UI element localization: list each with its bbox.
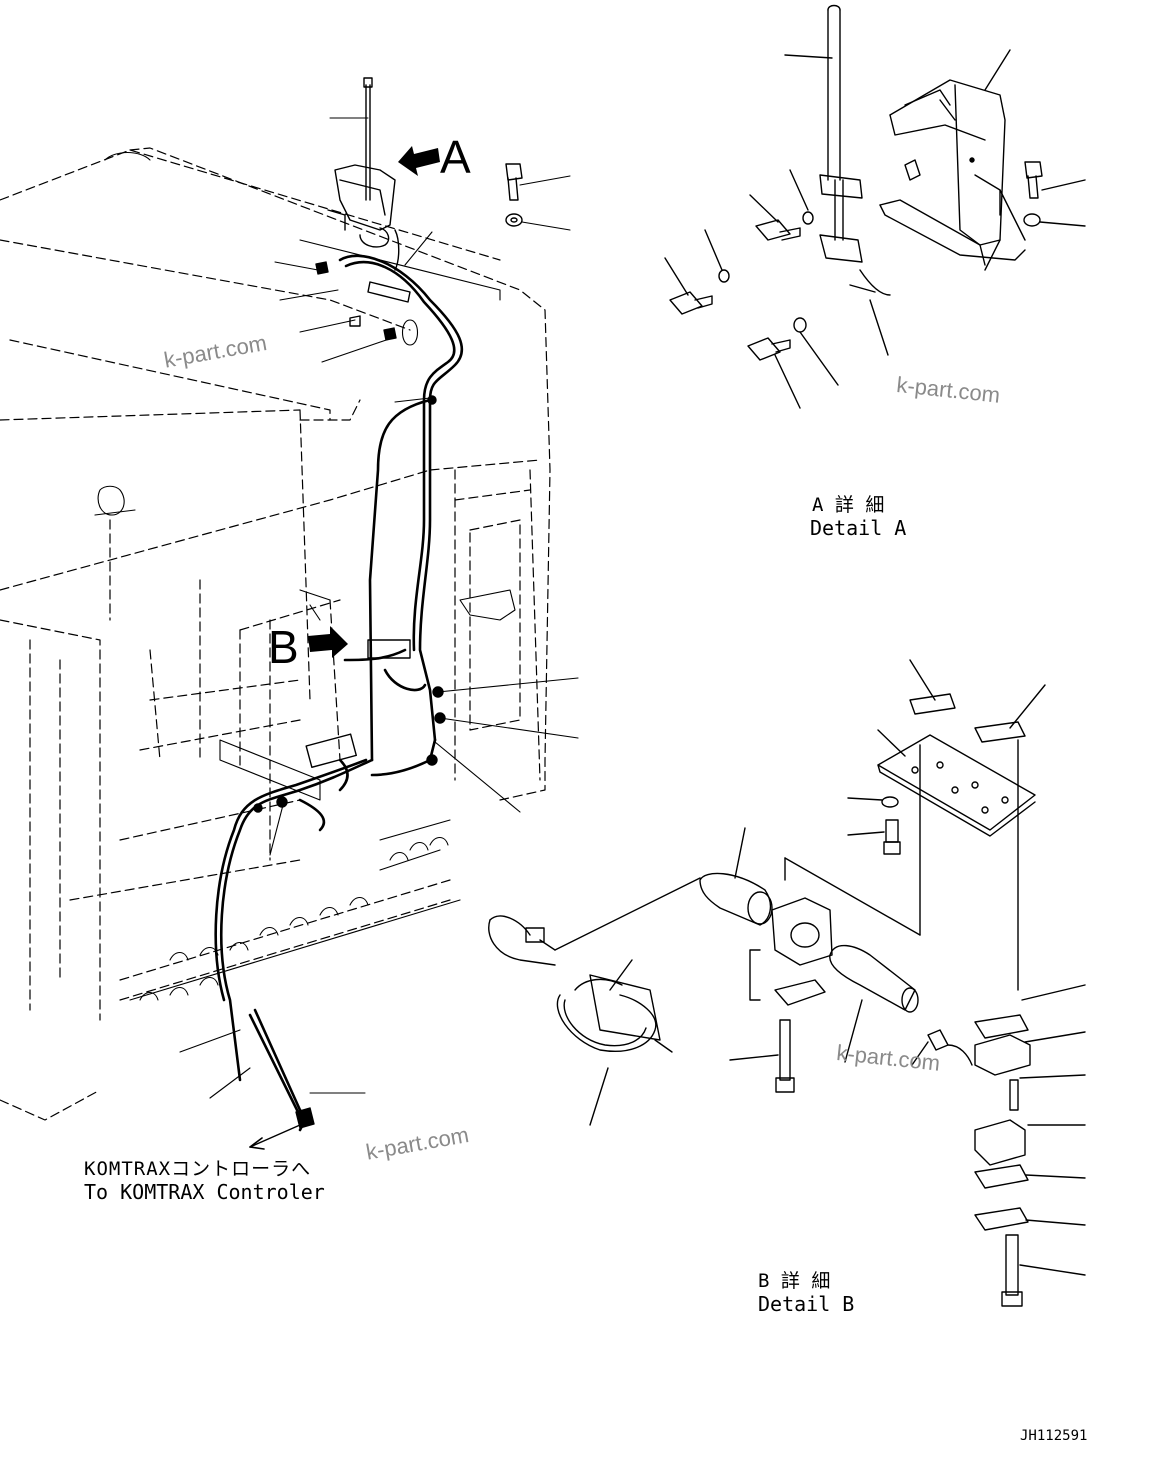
machine-body — [0, 147, 551, 1121]
komtrax-label-jp: KOMTRAXコントローラへ — [84, 1158, 312, 1180]
main-view-bolt-washer — [505, 163, 523, 227]
leader-lines-main — [179, 117, 579, 1099]
detail-b-drawing — [488, 659, 1086, 1307]
callout-b-label: B — [268, 621, 299, 673]
komtrax-arrow — [249, 1124, 301, 1150]
detail-b-title-jp: B 詳 細 — [758, 1270, 831, 1292]
komtrax-label-en: To KOMTRAX Controler — [84, 1180, 325, 1204]
detail-a-title-jp: A 詳 細 — [812, 494, 885, 516]
detail-a-title-en: Detail A — [810, 516, 907, 540]
detail-b-title-en: Detail B — [758, 1292, 855, 1316]
arrow-b — [308, 626, 348, 658]
wiring-harness — [214, 254, 464, 1132]
harness-clamps — [253, 261, 446, 1129]
drawing-code: JH112591 — [1020, 1428, 1088, 1444]
arrow-a — [398, 146, 440, 176]
callout-a-label: A — [440, 131, 471, 183]
antenna-main — [327, 77, 400, 271]
detail-a-drawing — [664, 4, 1086, 409]
machine-details — [94, 151, 516, 1001]
